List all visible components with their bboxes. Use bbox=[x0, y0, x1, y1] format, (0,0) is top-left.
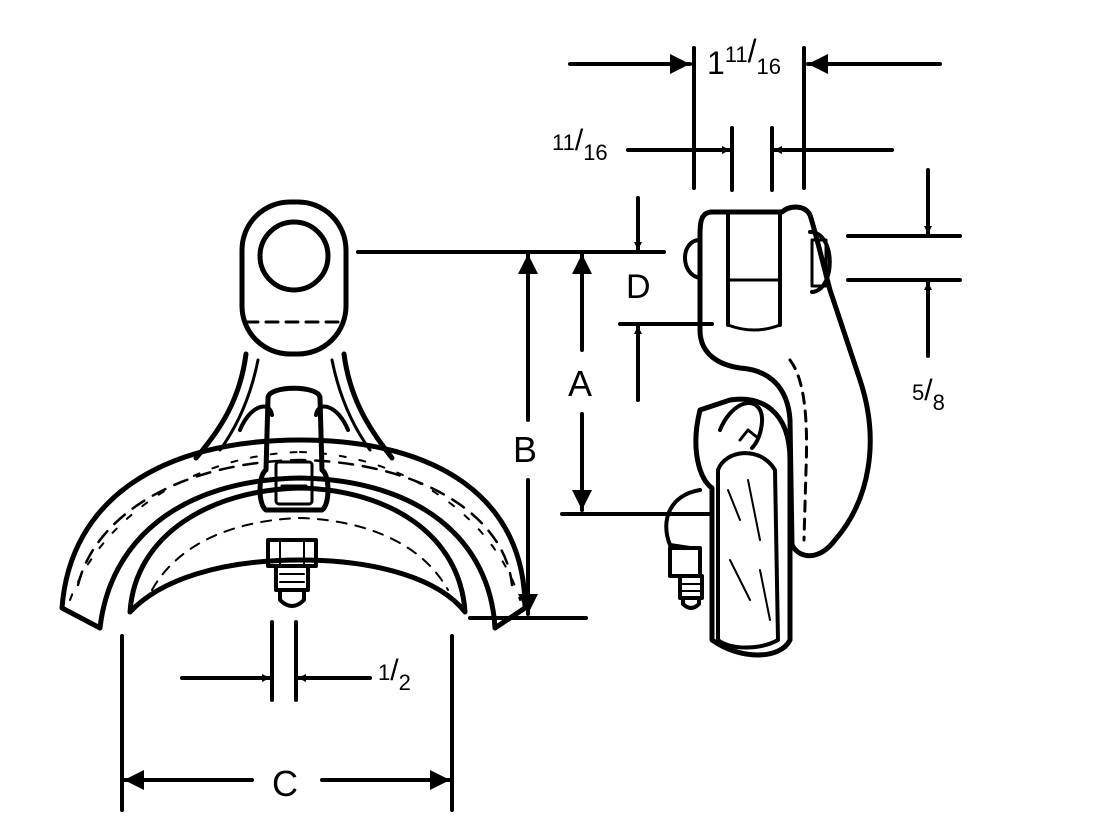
clamp-side bbox=[693, 396, 793, 658]
label-pin-diameter: 5/8 bbox=[912, 374, 945, 415]
label-slot-width: 11/16 bbox=[552, 124, 608, 165]
label-d: D bbox=[626, 268, 651, 306]
clamp-body bbox=[193, 351, 249, 461]
label-b: B bbox=[513, 429, 537, 470]
dimension-labels: 111/16 11/16 5/8 1/2 A B C D bbox=[272, 33, 945, 804]
label-bolt-size: 1/2 bbox=[378, 654, 411, 695]
dimension-lines bbox=[120, 46, 962, 812]
eye-hole bbox=[257, 219, 331, 293]
conductor-section bbox=[716, 451, 780, 650]
side-view bbox=[664, 204, 873, 658]
u-bolt bbox=[257, 385, 331, 513]
front-view bbox=[59, 199, 528, 631]
clevis-body bbox=[697, 204, 873, 559]
label-a: A bbox=[568, 363, 592, 404]
side-nut bbox=[668, 546, 702, 578]
bolt-end bbox=[278, 588, 306, 608]
label-c: C bbox=[272, 763, 298, 804]
saddle bbox=[127, 485, 468, 615]
pin-head bbox=[683, 238, 702, 280]
label-overall-width: 111/16 bbox=[707, 33, 781, 81]
clevis-eye bbox=[239, 199, 349, 357]
